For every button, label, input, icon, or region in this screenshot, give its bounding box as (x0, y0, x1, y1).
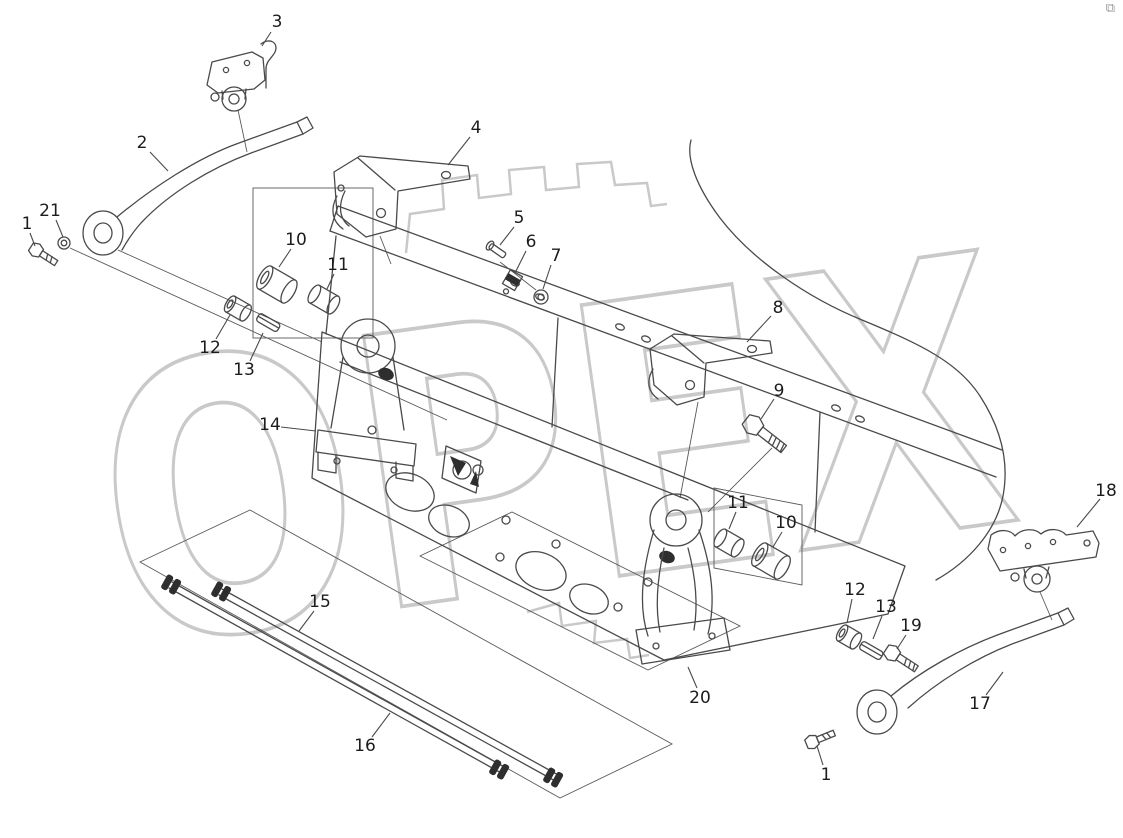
part-number-label: 19 (900, 616, 922, 636)
part-number-label: 5 (514, 208, 525, 228)
part-number-label: 6 (526, 232, 537, 252)
part-number-label: 18 (1095, 481, 1117, 501)
leader-line (215, 314, 231, 340)
mount-bracket-4 (332, 155, 471, 238)
bolt-9 (741, 414, 788, 454)
bushing-11-upper (307, 284, 341, 315)
part-number-label: 13 (875, 597, 897, 617)
part-number-label: 9 (774, 381, 785, 401)
leader-line (896, 634, 907, 650)
assembly-box-frame (418, 511, 742, 671)
washer-21 (57, 236, 71, 250)
fitting-6 (501, 269, 524, 295)
leader-line (772, 531, 783, 548)
leader-line (985, 671, 1004, 696)
part-number-label: 1 (22, 214, 33, 234)
lever-arm-2 (82, 116, 314, 256)
leader-line (746, 315, 772, 343)
leader-line (447, 136, 471, 166)
leader-line (149, 151, 169, 172)
part-number-label: 17 (969, 694, 991, 714)
washer-7 (533, 289, 549, 305)
bushing-10-upper (256, 265, 298, 304)
pin-5 (485, 240, 507, 259)
leader-line (542, 264, 552, 290)
part-number-label: 12 (844, 580, 866, 600)
part-number-label: 13 (233, 360, 255, 380)
bolt-1-left (27, 242, 59, 267)
leader-line (1076, 498, 1101, 528)
part-number-label: 2 (137, 133, 148, 153)
leader-line (499, 226, 515, 246)
part-number-label: 10 (285, 230, 307, 250)
leader-line (261, 31, 272, 47)
leader-line (514, 250, 527, 274)
leader-line (371, 712, 391, 738)
leader-line (29, 232, 36, 247)
leader-line (872, 615, 883, 640)
bolt-19 (882, 644, 919, 673)
part-number-label: 11 (727, 493, 749, 513)
roller-bracket-3 (206, 40, 277, 112)
rod-16 (211, 581, 564, 788)
part-number-label: 11 (327, 255, 349, 275)
lever-arm-17 (856, 607, 1075, 735)
part-number-label: 3 (272, 12, 283, 32)
bushing-11-lower (713, 528, 745, 558)
watermark-gear-edge-bottom (526, 601, 650, 660)
leader-line (278, 248, 292, 268)
part-number-label: 7 (551, 246, 562, 266)
clip-13-upper (256, 313, 281, 333)
mount-bracket-8 (648, 333, 773, 406)
part-number-label: 1 (821, 765, 832, 785)
clip-13-lower (859, 641, 884, 661)
bushing-10-lower (751, 542, 791, 580)
leader-line (728, 511, 737, 530)
frame-web (311, 331, 906, 661)
watermark-gear-edge (404, 160, 668, 254)
leader-line (687, 666, 698, 689)
assembly-box-rods (139, 509, 673, 799)
group-box-upper (252, 187, 374, 339)
construction-lines (69, 109, 1053, 621)
leader-line (760, 398, 775, 420)
part-number-label: 10 (775, 513, 797, 533)
leader-line (280, 426, 317, 432)
center-clevis (441, 445, 482, 494)
part-number-label: 14 (259, 415, 281, 435)
part-number-label: 15 (309, 592, 331, 612)
part-number-label: 4 (471, 118, 482, 138)
leader-line (249, 332, 264, 362)
frame-boundary-curve (689, 139, 1006, 581)
leader-line (816, 745, 824, 766)
bolt-1-right (804, 729, 837, 750)
tower-bracket-14 (315, 318, 417, 482)
bushing-12-upper (223, 295, 252, 322)
part-number-label: 20 (689, 688, 711, 708)
leader-line (298, 610, 315, 632)
part-number-label: 8 (773, 298, 784, 318)
part-number-label: 21 (39, 201, 61, 221)
bushing-12-lower (835, 624, 863, 650)
rod-15 (161, 574, 510, 780)
tower-bracket-20 (635, 493, 731, 665)
external-link-icon[interactable]: ⧉ (1105, 1, 1115, 16)
leader-line (55, 219, 64, 238)
part-number-label: 16 (354, 736, 376, 756)
leader-line (326, 273, 335, 290)
part-number-label: 12 (199, 338, 221, 358)
leader-line (846, 598, 853, 624)
roller-bracket-18 (987, 528, 1100, 593)
